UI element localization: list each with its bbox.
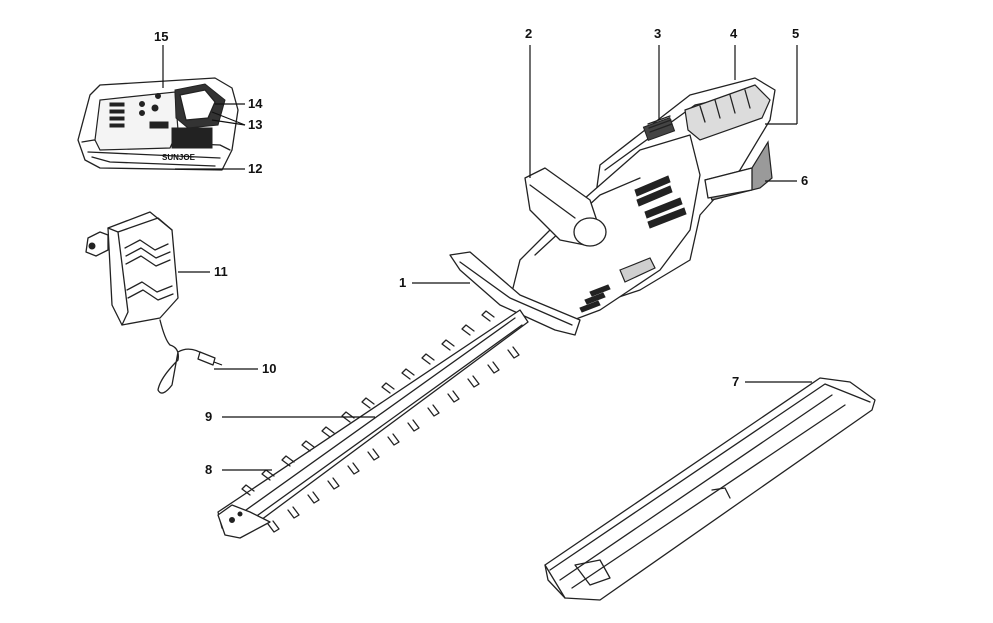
trimmer-blade: [217, 309, 529, 539]
callout-2: 2: [525, 26, 533, 41]
callout-7: 7: [732, 374, 740, 389]
callout-10: 10: [262, 361, 277, 376]
callout-14: 14: [248, 96, 263, 111]
blade-cover: [544, 377, 876, 601]
trimmer-body: [449, 77, 776, 336]
charger: [85, 211, 223, 394]
callout-5: 5: [792, 26, 800, 41]
callout-3: 3: [654, 26, 662, 41]
battery-pack: [77, 77, 239, 171]
callout-15: 15: [154, 29, 169, 44]
callout-8: 8: [205, 462, 213, 477]
callout-12: 12: [248, 161, 263, 176]
callout-11: 11: [214, 264, 228, 279]
leader-lines: [162, 45, 812, 471]
callout-1: 1: [399, 275, 407, 290]
callout-4: 4: [730, 26, 738, 41]
callout-9: 9: [205, 409, 213, 424]
callout-13: 13: [248, 117, 263, 132]
callout-6: 6: [801, 173, 809, 188]
battery-brand-label: SUNJOE: [162, 153, 196, 162]
